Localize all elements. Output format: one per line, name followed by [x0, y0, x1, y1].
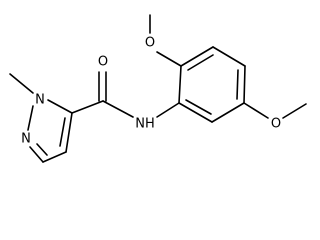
bond-ar-1-2	[178, 65, 182, 104]
bond-ar-o-right	[243, 102, 269, 119]
bond-ar-3-4	[212, 46, 246, 67]
bond-ccarbonyl-n	[102, 100, 134, 118]
bond-ar-6-1-inner	[185, 99, 212, 115]
bond-c5-ccarbonyl	[71, 100, 104, 114]
atom-label-o-carbonyl: O	[98, 55, 108, 70]
bond-ar-4-5-inner	[236, 69, 239, 100]
chemical-structure: N N NH O O O	[9, 14, 307, 163]
bond-o-methyl-right	[282, 103, 307, 119]
bond-ar-o-top	[156, 51, 182, 67]
atom-label-o-methoxy-top: O	[145, 36, 155, 51]
bond-n1-n2	[27, 105, 34, 131]
bond-n-aryl	[156, 102, 180, 118]
bond-ar-4-5	[243, 65, 246, 104]
bond-c4-c5-inner	[59, 117, 66, 147]
bond-n-methyl	[9, 73, 34, 94]
bond-n1-c5	[47, 99, 73, 114]
bonds	[9, 14, 307, 163]
atom-label-n-amide: NH	[135, 117, 155, 132]
bond-ar-2-3-inner	[187, 54, 214, 71]
bond-n2-c3-inner	[36, 143, 48, 156]
bond-c4-c5	[65, 112, 73, 153]
atom-label-n-methyl: N	[35, 93, 45, 108]
atom-label-n-ring: N	[21, 132, 31, 147]
bond-n2-c3	[29, 146, 44, 163]
bond-ar-6-1	[178, 102, 213, 123]
bond-c3-c4	[42, 151, 67, 163]
bond-ar-2-3	[180, 46, 214, 67]
bond-ar-5-6	[211, 102, 245, 123]
atom-labels: N N NH O O O	[21, 36, 281, 147]
atom-label-o-methoxy-right: O	[271, 117, 281, 132]
